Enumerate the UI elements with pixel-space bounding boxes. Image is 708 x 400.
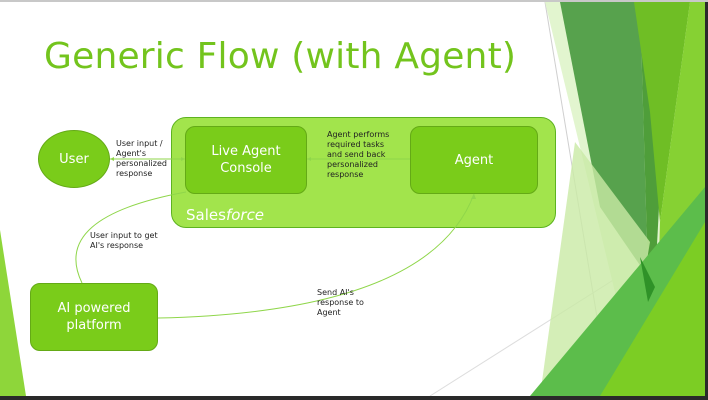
edge-label-ai-agent: Send AI's response to Agent [317,288,364,317]
arrowhead-console-left-icon [307,157,311,161]
left-accent-shape [0,230,26,396]
salesforce-label: Salesforce [186,206,264,224]
edge-label-user-console: User input / Agent's personalized respon… [116,139,167,178]
user-node[interactable]: User [38,130,110,188]
live-agent-console-box[interactable]: Live Agent Console [185,126,307,194]
decor-plane-dark [560,2,648,277]
ai-platform-box[interactable]: AI powered platform [30,283,158,351]
live-agent-console-label: Live Agent Console [211,144,281,176]
connector-ai-agent [157,193,475,319]
salesforce-label-italic: force [225,206,265,224]
agent-box[interactable]: Agent [410,126,538,194]
arrowhead-user-icon [110,157,114,161]
decor-plane-bottom-lime [600,222,705,396]
agent-label: Agent [454,152,494,168]
connector-console-ai [75,191,187,284]
slide-title: Generic Flow (with Agent) [44,36,517,77]
salesforce-label-prefix: Sales [186,206,226,224]
decor-plane-green [634,2,690,222]
user-label: User [59,151,89,167]
edge-label-console-ai: User input to get AI's response [90,231,158,250]
arrowhead-agent-icon [471,194,476,199]
edge-label-agent-console: Agent performs required tasks and send b… [327,130,390,179]
arrowhead-console-icon [181,157,185,161]
window-top-border [0,0,708,2]
decor-plane-deep [640,257,655,302]
ai-platform-label: AI powered platform [57,301,131,333]
